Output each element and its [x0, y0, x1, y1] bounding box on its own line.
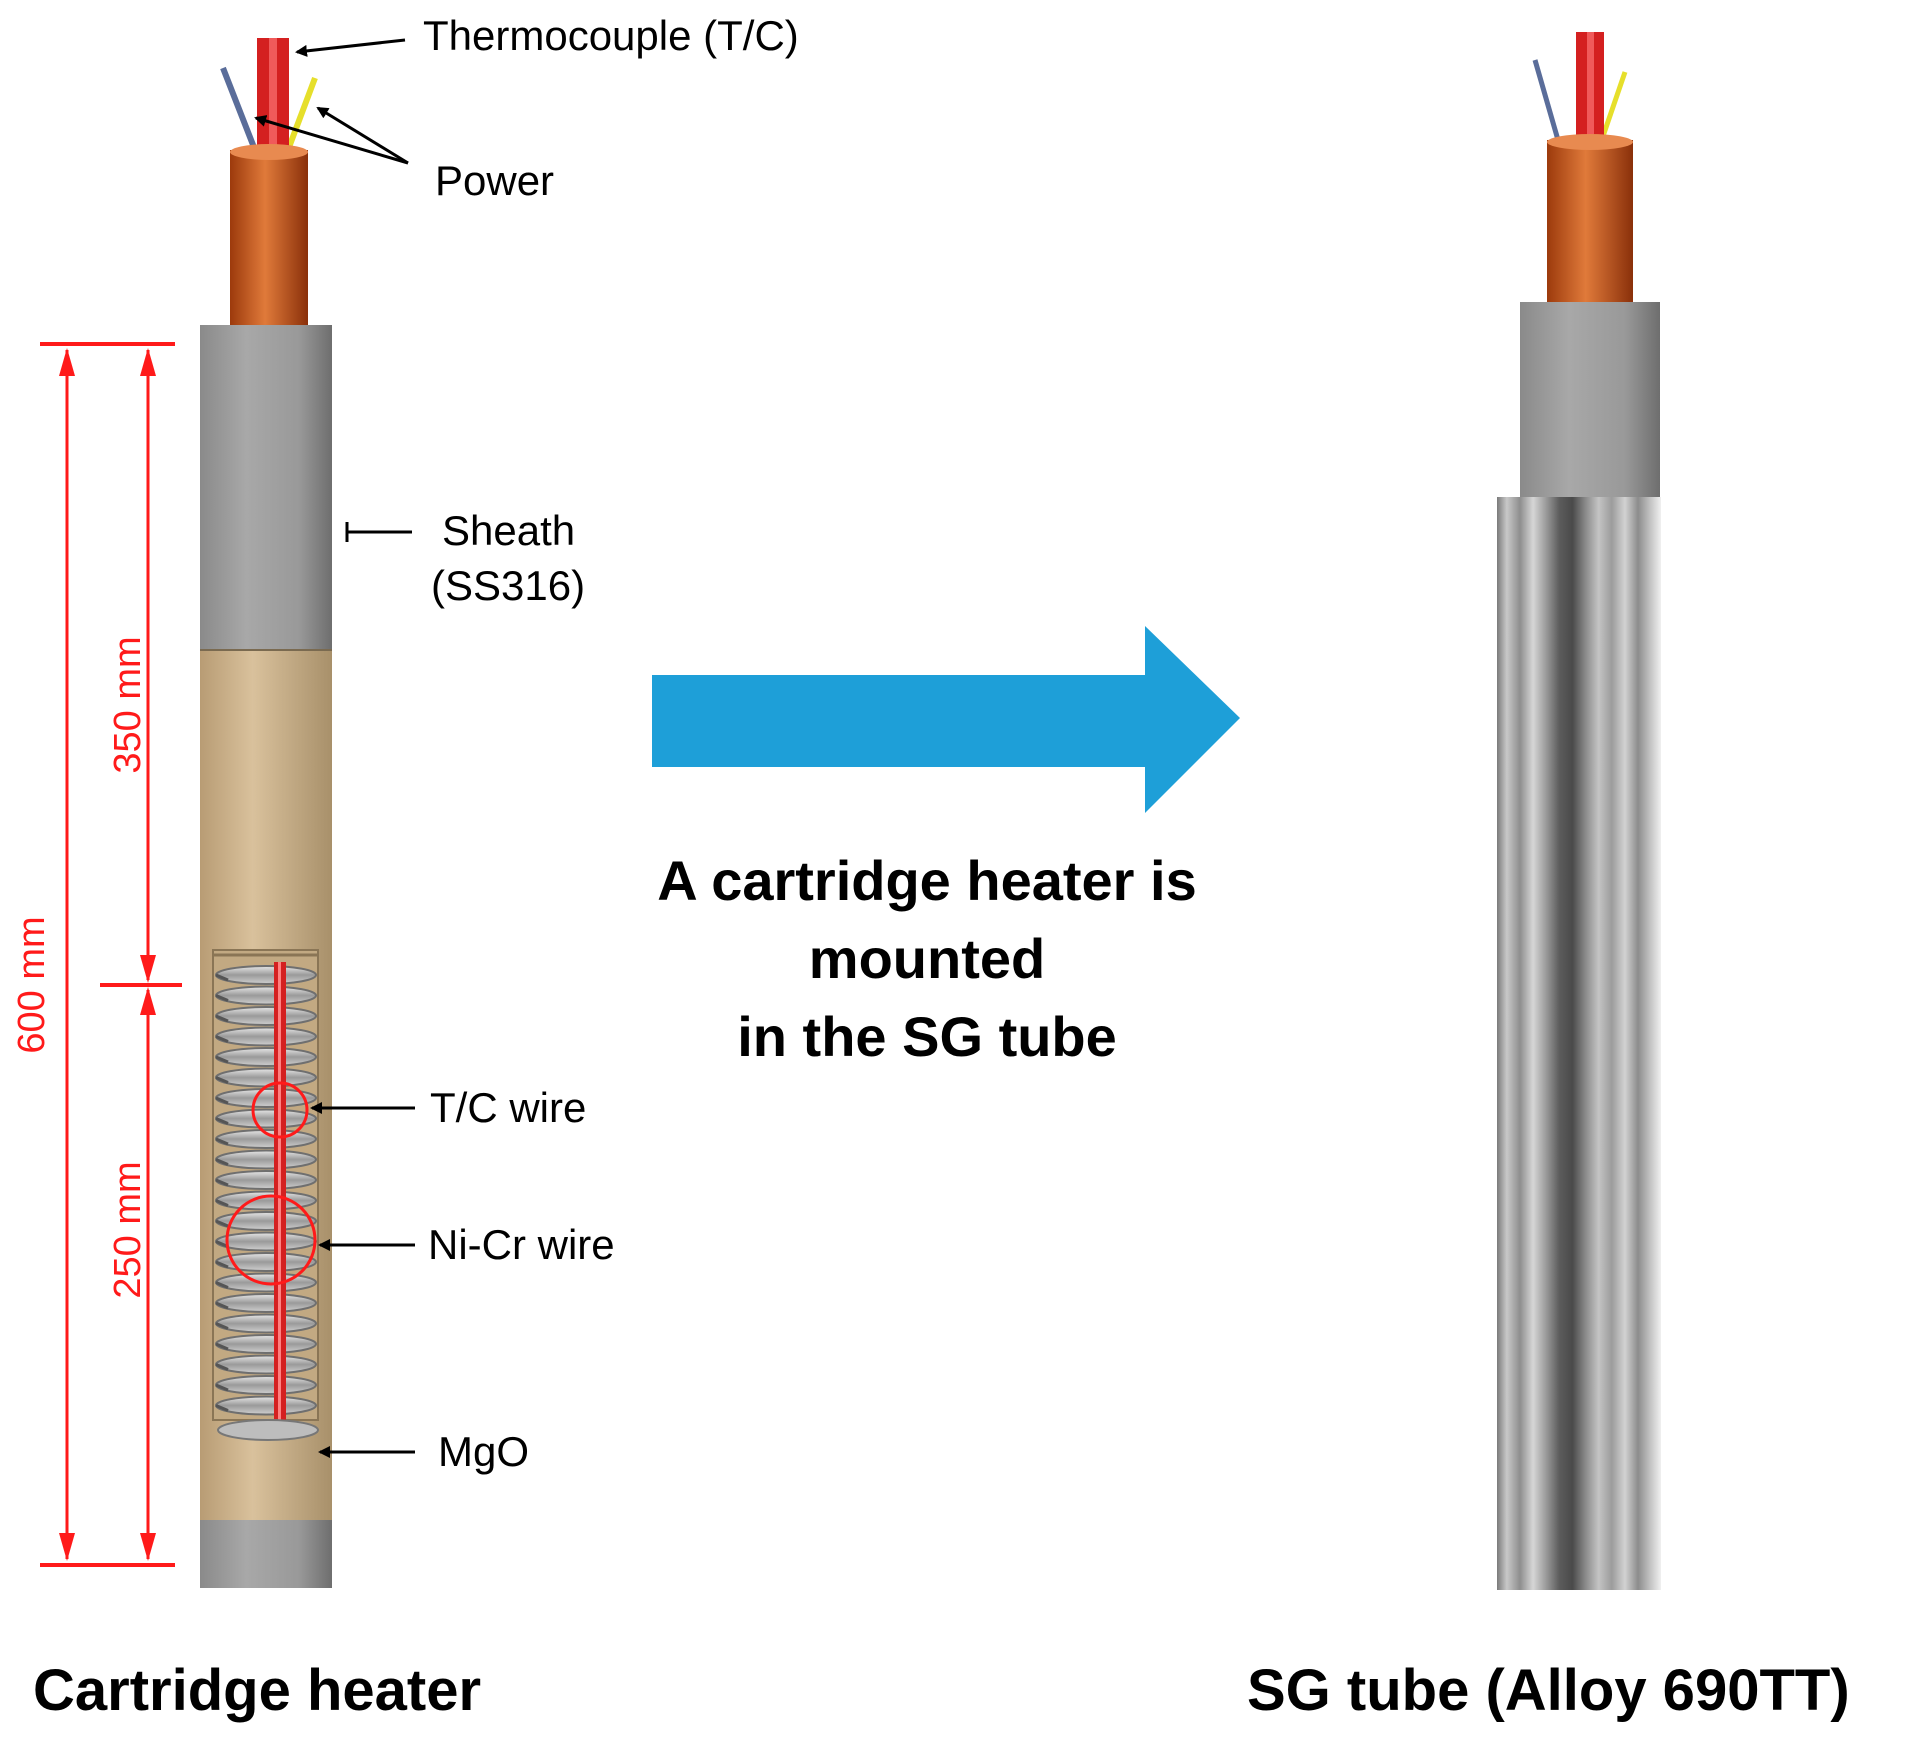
insulation-sleeve	[230, 150, 308, 325]
label-sheath: Sheath	[442, 507, 575, 554]
sg-tube-body	[1497, 497, 1661, 1590]
coil-turn-tip	[215, 1014, 229, 1023]
label-nicr-wire: Ni-Cr wire	[428, 1221, 615, 1268]
coil-turn	[215, 1231, 317, 1252]
cartridge-heater-drawing	[200, 38, 332, 1588]
coil-turn-tip	[215, 1055, 229, 1064]
callouts: Thermocouple (T/C) Power Sheath (SS316) …	[254, 12, 799, 1475]
sg-tube-drawing	[1497, 32, 1661, 1590]
coil-turn-tip	[215, 1342, 229, 1351]
coil-turn	[215, 1313, 317, 1334]
caption-cartridge-heater: Cartridge heater	[33, 1658, 481, 1723]
sheath-upper	[200, 325, 332, 650]
sheath-bottom	[200, 1520, 332, 1588]
coil-turn	[215, 1006, 317, 1026]
label-power: Power	[435, 157, 554, 204]
coil-turn	[215, 965, 317, 985]
coil-turn-tip	[215, 1383, 229, 1392]
label-mgo: MgO	[438, 1428, 529, 1475]
label-tc-wire: T/C wire	[430, 1084, 586, 1131]
coil-turn	[215, 1170, 317, 1190]
coil-turn	[215, 1026, 317, 1047]
coil-turn	[215, 1293, 317, 1313]
coil-turn-tip	[215, 1178, 229, 1187]
coil-turn-tip	[215, 1117, 229, 1125]
nicr-wire-highlight	[225, 1194, 317, 1286]
coil-turn	[215, 1354, 317, 1375]
transition-line-2: mounted	[809, 927, 1045, 990]
transition-arrow	[652, 626, 1240, 813]
coil-turn-tip	[215, 1199, 229, 1207]
power-wire-blue	[220, 66, 258, 152]
label-sheath-material: (SS316)	[431, 562, 585, 609]
coil-turn	[215, 1375, 317, 1395]
coil-turn	[215, 985, 317, 1006]
transition-line-3: in the SG tube	[737, 1005, 1117, 1068]
label-thermocouple: Thermocouple (T/C)	[423, 12, 799, 59]
coil-turn	[215, 1395, 317, 1416]
sg-sheath	[1520, 302, 1660, 498]
dim-600-label: 600 mm	[11, 916, 53, 1053]
coil-turn-tip	[215, 1404, 229, 1412]
dimension-lines: 600 mm 350 mm 250 mm	[11, 342, 182, 1567]
coil-turn	[215, 1067, 317, 1088]
caption-sg-tube: SG tube (Alloy 690TT)	[1247, 1658, 1850, 1723]
transition-line-1: A cartridge heater is	[657, 849, 1196, 912]
coil-turn	[215, 1047, 317, 1067]
dim-250-label: 250 mm	[107, 1161, 149, 1298]
dim-350-label: 350 mm	[107, 636, 149, 773]
coil-turn-tip	[215, 1301, 229, 1310]
coil-turn-tip	[215, 1158, 229, 1166]
coil-turn-tip	[215, 1260, 229, 1269]
sg-insulation-sleeve	[1547, 140, 1633, 302]
coil-turn	[215, 1149, 317, 1170]
coil-turn-tip	[215, 994, 229, 1002]
power-wire-yellow	[285, 76, 318, 152]
coil-turn-tip	[215, 1363, 229, 1371]
nichrome-coil	[215, 965, 317, 1416]
coil-turn-tip	[215, 1322, 229, 1330]
coil-turn-tip	[215, 1035, 229, 1043]
tc-wire-highlight	[251, 1081, 309, 1139]
coil-turn-tip	[215, 1076, 229, 1084]
coil-turn-tip	[215, 973, 229, 982]
coil-turn-tip	[215, 1096, 229, 1105]
coil-turn-tip	[215, 1137, 229, 1146]
coil-turn	[215, 1334, 317, 1354]
coil-turn-tip	[215, 1281, 229, 1289]
coil-turn-tip	[215, 1219, 229, 1228]
